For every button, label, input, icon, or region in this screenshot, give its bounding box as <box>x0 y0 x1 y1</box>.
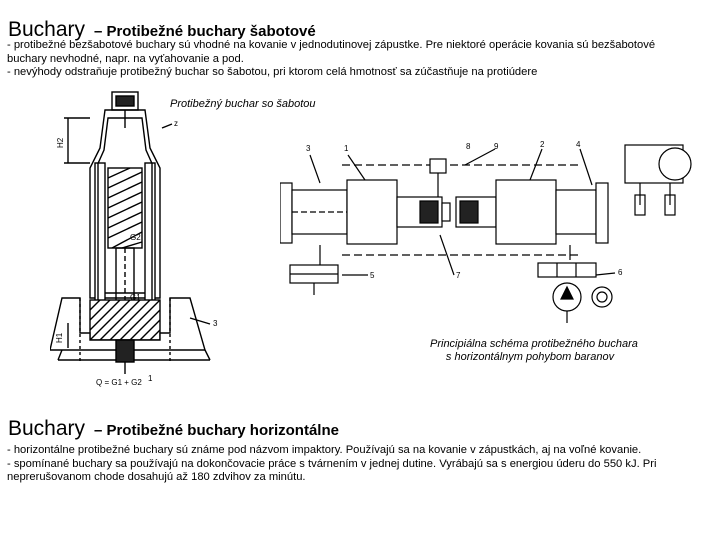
label-z: z <box>174 119 178 128</box>
schematic-label-8: 8 <box>466 142 471 151</box>
label-g2: G2 <box>130 233 141 242</box>
label-3: 3 <box>213 319 218 328</box>
schematic-label-2: 2 <box>540 140 545 149</box>
section1-line: - nevýhody odstraňuje protibežný buchar … <box>7 66 538 78</box>
section2-body: - horizontálne protibežné buchary sú zná… <box>7 444 713 485</box>
section2-title-main: Buchary <box>8 417 86 440</box>
schematic-label-7: 7 <box>456 271 461 280</box>
section1-title: Buchary – Protibežné buchary šabotové <box>8 7 316 44</box>
schematic-label-6: 6 <box>618 268 623 277</box>
section1-title-main: Buchary <box>8 18 86 41</box>
figure-right-caption-line: Principiálna schéma protibežného buchara <box>430 338 638 350</box>
schematic-label-5: 5 <box>370 271 375 280</box>
label-q: Q = G1 + G2 <box>96 378 142 387</box>
figure-right-caption: Principiálna schéma protibežného buchara… <box>430 338 638 364</box>
section1-body: - protibežné bezšabotové buchary sú vhod… <box>7 39 713 80</box>
figure-left-caption: Protibežný buchar so šabotou <box>170 98 316 110</box>
label-g1: G1 <box>130 293 141 302</box>
section2-line: - spomínané buchary sa používajú na doko… <box>7 457 657 470</box>
label-1: 1 <box>148 374 153 383</box>
figure-right-caption-line: s horizontálnym pohybom baranov <box>445 351 615 363</box>
schematic-label-3: 3 <box>306 144 311 153</box>
section2-line: - horizontálne protibežné buchary sú zná… <box>7 444 642 456</box>
label-h2: H2 <box>56 137 65 148</box>
horizontal-hammer-schematic: 3 1 8 9 2 4 5 7 6 <box>280 140 692 323</box>
schematic-label-4: 4 <box>576 140 581 149</box>
hammer-with-anvil-drawing: H2 H1 z G2 G1 3 1 Q = G1 + G2 <box>50 91 218 387</box>
section2-line: neprerušovanom chode dosahujú až 180 zdv… <box>7 471 306 483</box>
label-h1: H1 <box>55 332 64 343</box>
section2-title: Buchary – Protibežné buchary horizontáln… <box>8 406 339 443</box>
section1-line: - protibežné bezšabotové buchary sú vhod… <box>7 39 656 51</box>
section1-line: buchary nevhodné, napr. na vyťahovanie a… <box>7 52 244 65</box>
schematic-label-9: 9 <box>494 142 499 151</box>
section1-title-sub: – Protibežné buchary šabotové <box>93 23 316 40</box>
schematic-label-1: 1 <box>344 144 349 153</box>
section2-title-sub: – Protibežné buchary horizontálne <box>93 422 339 439</box>
